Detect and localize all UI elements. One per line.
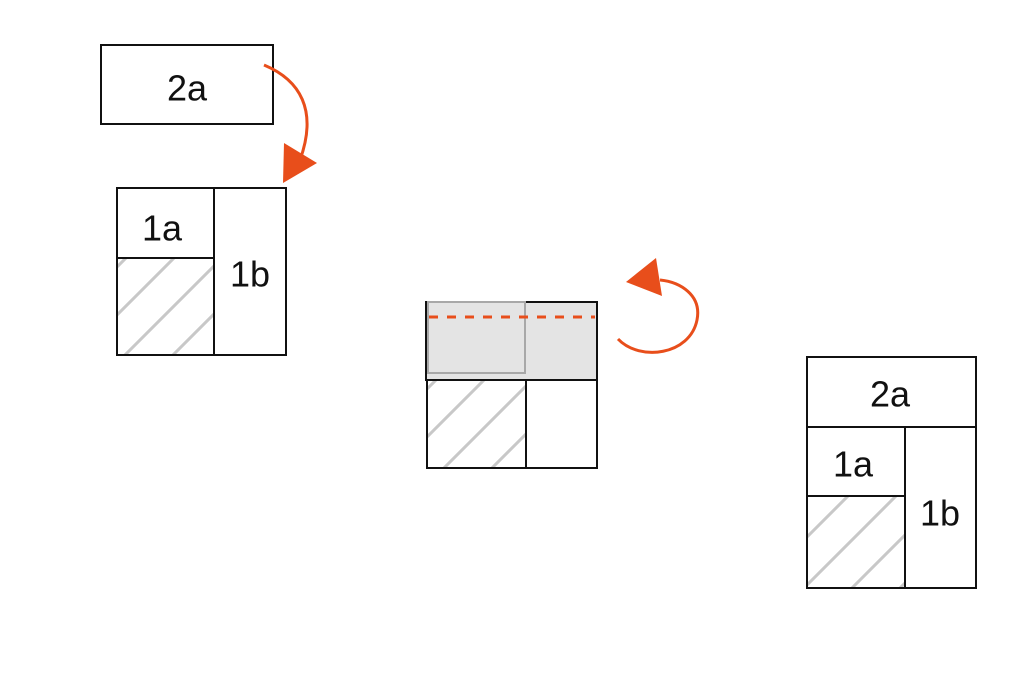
hatched-panel (806, 495, 906, 589)
arrow-head-icon (283, 143, 317, 183)
hatched-panel (116, 257, 215, 356)
ghost-panel (427, 301, 526, 374)
panel-1b-label: 1b (920, 493, 960, 534)
hatched-panel (426, 379, 527, 469)
folded-strip (425, 301, 598, 381)
step-1: 2a 1a 1b (100, 44, 317, 356)
panel-1b (213, 187, 287, 356)
result: 2a 1a 1b (806, 356, 977, 589)
panel-2a-label: 2a (870, 374, 911, 415)
panel-1b (904, 426, 977, 589)
rotate-arrow (616, 278, 700, 354)
move-arrow (263, 63, 309, 161)
panel-1b-label: 1b (230, 254, 270, 295)
panel-1a-label: 1a (833, 444, 874, 485)
panel-1a (116, 187, 215, 259)
panel-2a (100, 44, 274, 125)
arrow-head-icon (626, 258, 662, 296)
panel-2a-label: 2a (167, 68, 208, 109)
step-2-fold (425, 258, 700, 469)
empty-panel (525, 379, 598, 469)
panel-1a-label: 1a (142, 208, 183, 249)
panel-2a (806, 356, 977, 428)
